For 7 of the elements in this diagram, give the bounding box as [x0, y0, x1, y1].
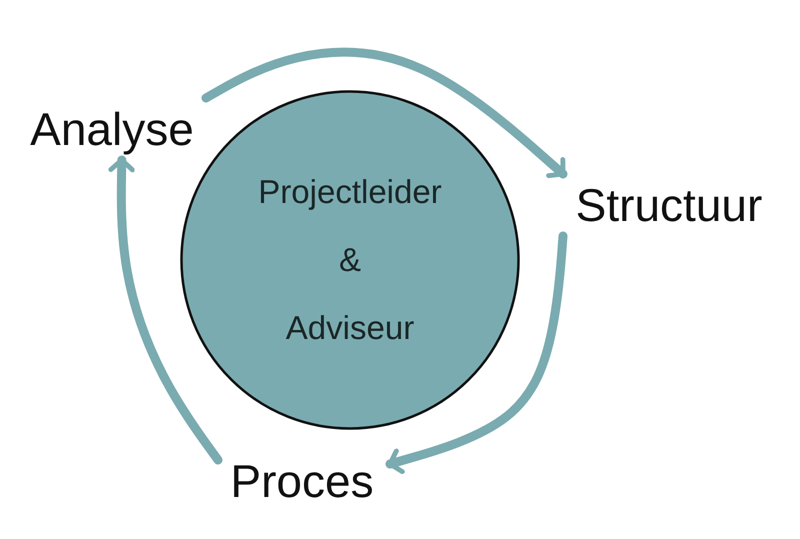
stage-label: Structuur	[576, 182, 762, 228]
curved-arrow	[108, 156, 222, 464]
center-label: Projectleider & Adviseur	[257, 172, 443, 348]
stage-label: Proces	[230, 458, 374, 504]
curved-arrow	[386, 232, 568, 474]
stage-label: Analyse	[30, 106, 194, 152]
curved-arrow	[202, 48, 568, 178]
